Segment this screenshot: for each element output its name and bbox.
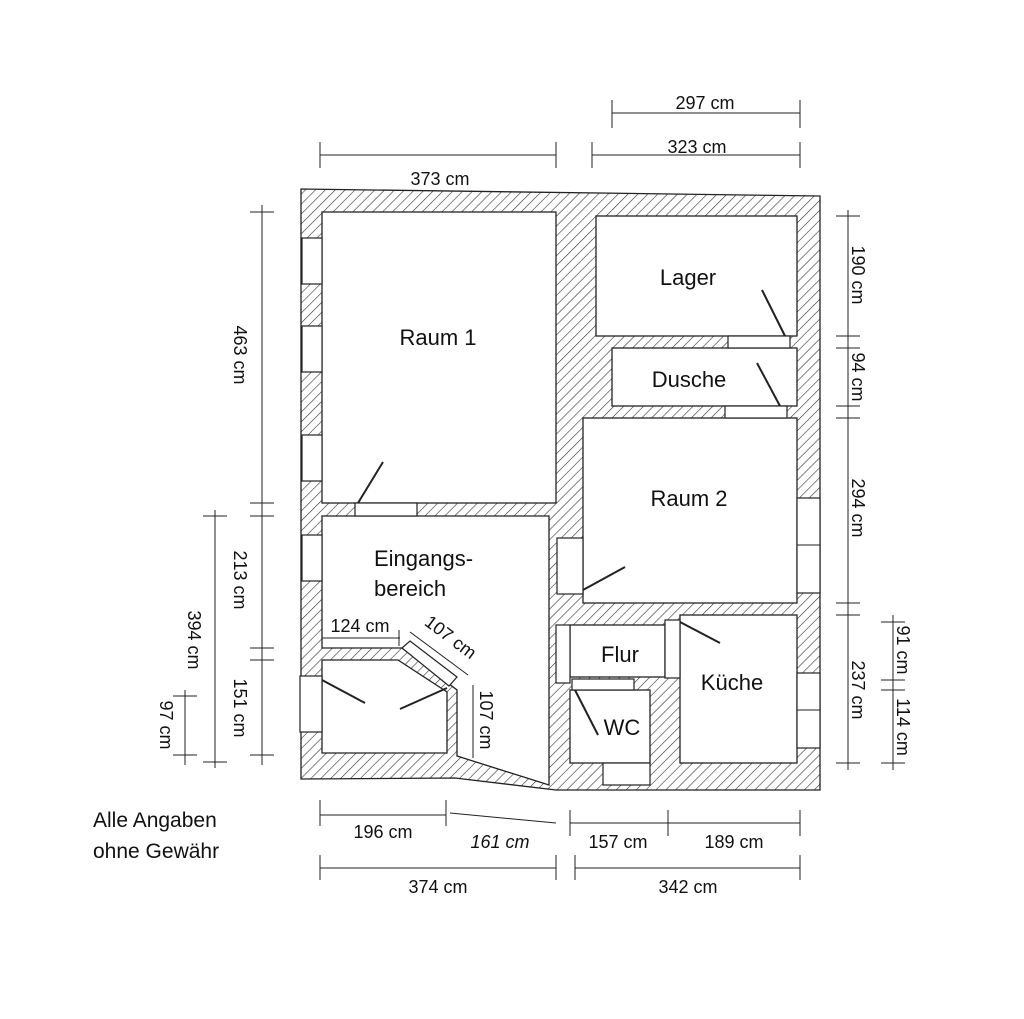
room-abstellraum — [321, 659, 448, 754]
window — [301, 237, 323, 285]
window — [301, 534, 323, 582]
dim-124: 124 cm — [330, 616, 389, 636]
door-leaf — [357, 461, 384, 504]
dim-294: 294 cm — [848, 478, 868, 537]
door-frame — [664, 619, 681, 679]
door-leaf — [399, 687, 448, 710]
door-leaf — [321, 679, 366, 704]
dim-94: 94 cm — [848, 352, 868, 401]
label-raum-1: Raum 1 — [399, 325, 476, 350]
windows — [299, 237, 821, 786]
dim-297: 297 cm — [675, 93, 734, 113]
dim-97: 97 cm — [156, 700, 176, 749]
dim-114: 114 cm — [893, 698, 913, 756]
dim-237: 237 cm — [848, 660, 868, 719]
label-wc: WC — [604, 715, 641, 740]
dim-190: 190 cm — [848, 245, 868, 304]
dim-323: 323 cm — [667, 137, 726, 157]
door-leaf — [679, 621, 721, 644]
door-frame — [555, 624, 571, 684]
room-kueche — [679, 614, 798, 764]
room-lager — [595, 215, 798, 337]
room-raum-2 — [582, 417, 798, 604]
dimension-line — [409, 631, 469, 676]
dimension-lines — [173, 100, 905, 880]
door-leaf — [761, 289, 786, 337]
dim-161: 161 cm — [470, 832, 529, 852]
label-lager: Lager — [660, 265, 716, 290]
window — [301, 434, 323, 482]
door-frame — [724, 405, 788, 419]
disclaimer-line-1: Alle Angaben — [93, 809, 217, 832]
dim-107-vert: 107 cm — [476, 690, 496, 749]
room-flur — [569, 624, 666, 678]
dimension-line — [449, 812, 557, 824]
door-abstellraum — [401, 640, 458, 687]
window — [602, 762, 651, 786]
label-eingangsbereich-1: Eingangs- — [374, 546, 473, 571]
dim-151: 151 cm — [230, 678, 250, 737]
dim-213: 213 cm — [230, 550, 250, 609]
door-leaf — [756, 362, 781, 407]
door-frame — [727, 335, 791, 349]
doors — [321, 289, 791, 736]
door-frame — [556, 537, 584, 595]
dim-463: 463 cm — [230, 325, 250, 384]
door-frame — [571, 678, 635, 691]
dim-157: 157 cm — [588, 832, 647, 852]
dim-373: 373 cm — [410, 169, 469, 189]
dim-342: 342 cm — [658, 877, 717, 897]
door-frame — [354, 502, 418, 517]
door-leaf — [574, 689, 599, 736]
dim-189: 189 cm — [704, 832, 763, 852]
disclaimer-line-2: ohne Gewähr — [93, 840, 219, 863]
door-leaf — [582, 566, 626, 591]
window — [299, 675, 323, 733]
dim-374: 374 cm — [408, 877, 467, 897]
dim-394: 394 cm — [184, 610, 204, 669]
window — [301, 325, 323, 373]
label-raum-2: Raum 2 — [650, 486, 727, 511]
dim-91: 91 cm — [893, 625, 913, 674]
room-dusche — [611, 347, 798, 407]
label-dusche: Dusche — [652, 367, 727, 392]
room-raum-1 — [321, 211, 557, 504]
dim-196: 196 cm — [353, 822, 412, 842]
label-eingangsbereich-2: bereich — [374, 576, 446, 601]
label-flur: Flur — [601, 642, 639, 667]
label-kueche: Küche — [701, 670, 763, 695]
